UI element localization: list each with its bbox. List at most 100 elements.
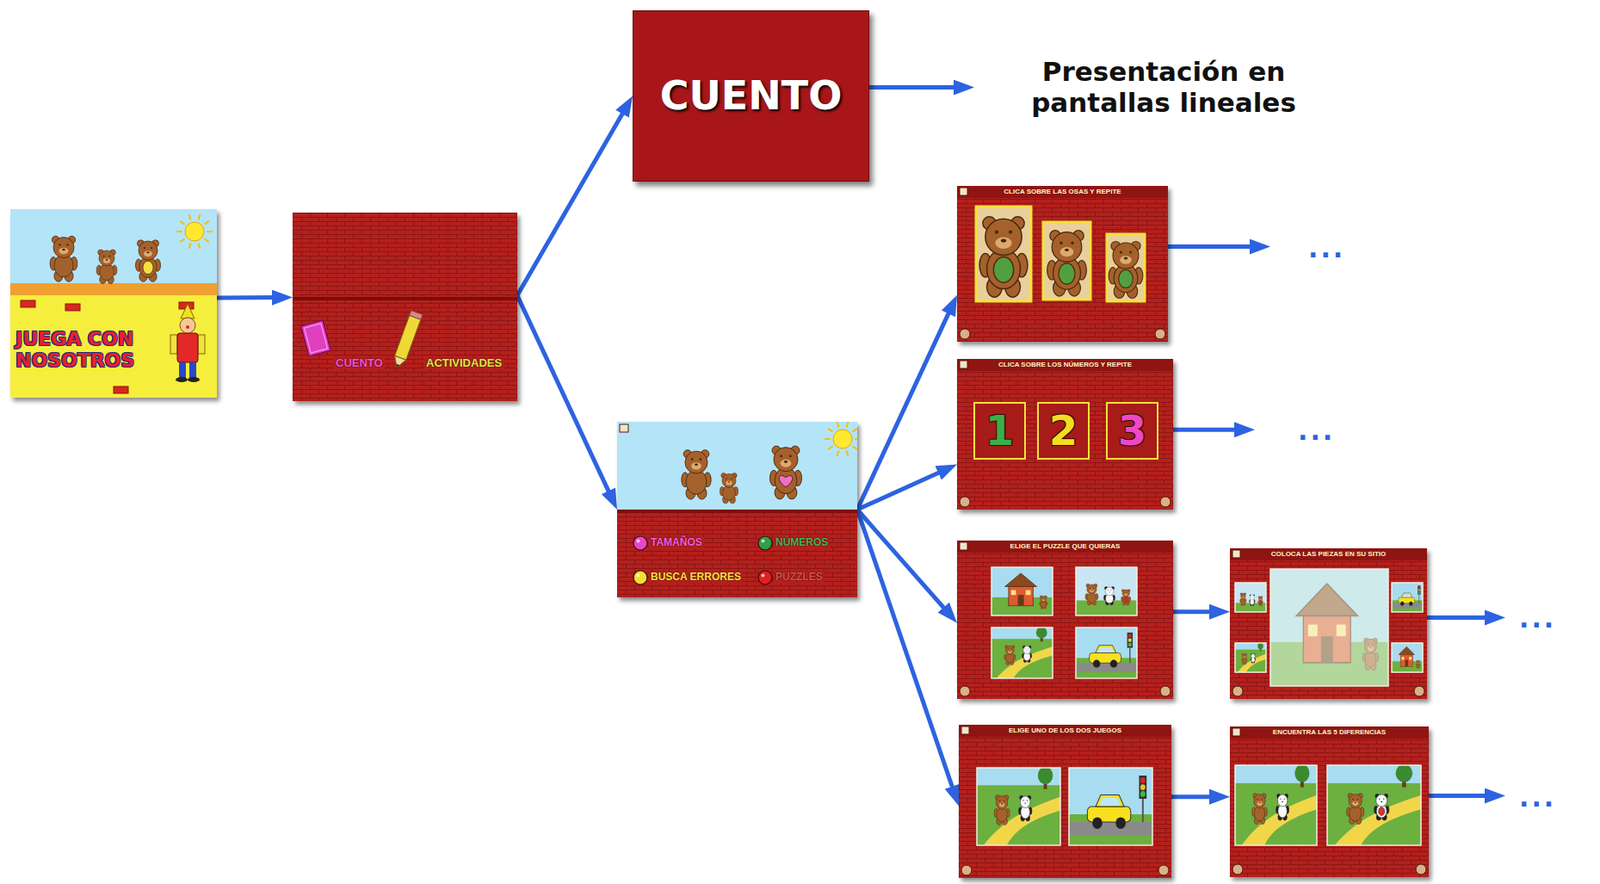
thumbnail-picture: [1068, 767, 1153, 846]
illustration-part: [1284, 797, 1285, 799]
illustration-part: [1044, 597, 1046, 600]
car-wheel: [1093, 660, 1101, 668]
house-door: [1018, 594, 1025, 606]
illustration-part: [993, 257, 1014, 284]
illustration-part: [694, 463, 699, 466]
illustration-part: [1122, 589, 1131, 597]
illustration-part: [1280, 800, 1285, 804]
illustration-part: [1000, 238, 1007, 242]
illustration-part: [1108, 591, 1110, 594]
bear-figure: [1019, 795, 1032, 822]
flow-arrow: [517, 105, 628, 296]
thumbnail-frame: [976, 767, 1061, 846]
illustration-part: [1110, 589, 1112, 592]
continuation: ...: [1505, 781, 1558, 816]
illustration-part: [1093, 586, 1094, 588]
house-wall: [1008, 585, 1033, 606]
screen-illustration: [292, 212, 518, 402]
sun-ray: [824, 438, 831, 440]
illustration-part: [103, 258, 111, 264]
sky: [991, 627, 1053, 679]
thumbnail-frame: [991, 627, 1053, 679]
book-icon: [301, 320, 331, 357]
button-shine: [761, 574, 766, 578]
number-digit: 1: [985, 407, 1014, 455]
illustration-part: [1003, 799, 1005, 802]
home-icon: [961, 726, 970, 735]
illustration-part: [179, 362, 186, 378]
illustration-part: [59, 247, 69, 255]
illustration-part: [175, 376, 188, 383]
button-shine: [636, 574, 641, 578]
illustration-part: [1380, 801, 1383, 803]
sky: [1391, 642, 1423, 673]
illustration-part: [1418, 661, 1420, 662]
nav-button: [1160, 496, 1171, 507]
illustration-part: [1105, 586, 1114, 596]
sun-ray: [846, 421, 848, 427]
illustration-part: [725, 477, 728, 480]
illustration-part: [999, 799, 1001, 802]
option-button: [633, 536, 648, 550]
flow-arrow: [857, 304, 953, 510]
thumbnail-frame: [1235, 582, 1267, 612]
tree-crown: [1036, 626, 1048, 638]
sun-ray: [197, 214, 200, 220]
house-wall: [1400, 654, 1413, 667]
car-wheel: [1408, 601, 1413, 606]
street: [1075, 662, 1137, 672]
illustration-part: [1124, 257, 1129, 260]
car-window: [1402, 593, 1411, 597]
road: [996, 646, 1053, 679]
sun-disc: [185, 222, 204, 241]
illustration-part: [1250, 595, 1253, 598]
text-slot: ACTIVIDADES: [424, 353, 516, 373]
illustration-part: [1060, 247, 1075, 257]
illustration-part: [1070, 241, 1074, 245]
screen-illustration: [958, 724, 1172, 878]
illustration-part: [1348, 794, 1362, 809]
illustration-part: [61, 248, 66, 251]
option-button: [758, 536, 773, 550]
illustration-part: [1089, 586, 1091, 588]
illustration-part: [1042, 599, 1045, 601]
illustration-part: [1119, 255, 1132, 265]
thumbnail-frame: [1391, 582, 1423, 612]
bear-figure: [1121, 589, 1131, 606]
text-slot: 2: [1037, 402, 1089, 459]
menu-label: CUENTO: [333, 357, 385, 371]
bear-figure: [135, 240, 161, 283]
illustration-part: [177, 333, 198, 363]
thumbnail-frame: [1068, 767, 1153, 846]
text-slot: ELIGE EL PUZZLE QUE QUIERAS: [969, 540, 1162, 553]
illustration-part: [1378, 807, 1385, 816]
illustration-part: [1416, 661, 1418, 662]
car-wheel: [1110, 660, 1119, 668]
illustration-part: [1260, 598, 1262, 600]
sky: [991, 567, 1053, 616]
activity-screen: ELIGE UNO DE LOS DOS JUEGOS: [958, 724, 1172, 878]
brick-wall: [957, 185, 1168, 342]
wall-top: [10, 283, 217, 296]
bear-figure: [1004, 645, 1016, 666]
home-icon: [1232, 728, 1241, 736]
flow-arrow: [1173, 609, 1220, 614]
nav-button: [1414, 685, 1425, 697]
game-title: JUEGA CON NOSOTROS: [15, 327, 155, 372]
thumbnail-picture: [991, 567, 1053, 616]
illustration-part: [1260, 597, 1262, 600]
screen-illustration: [1229, 548, 1428, 699]
title-strip: [1229, 548, 1428, 561]
illustration-part: [1024, 802, 1026, 804]
illustration-part: [1354, 801, 1357, 804]
option-button: [758, 570, 773, 585]
clown-figure: [170, 303, 205, 383]
nav-button: [959, 496, 970, 507]
house-window: [1011, 590, 1017, 596]
text-slot: 3: [1106, 402, 1158, 459]
thumbnail-picture: [1327, 764, 1421, 846]
car-cabin: [1402, 593, 1413, 598]
illustration-part: [730, 477, 733, 480]
illustration-part: [303, 323, 328, 353]
road: [1334, 795, 1421, 846]
